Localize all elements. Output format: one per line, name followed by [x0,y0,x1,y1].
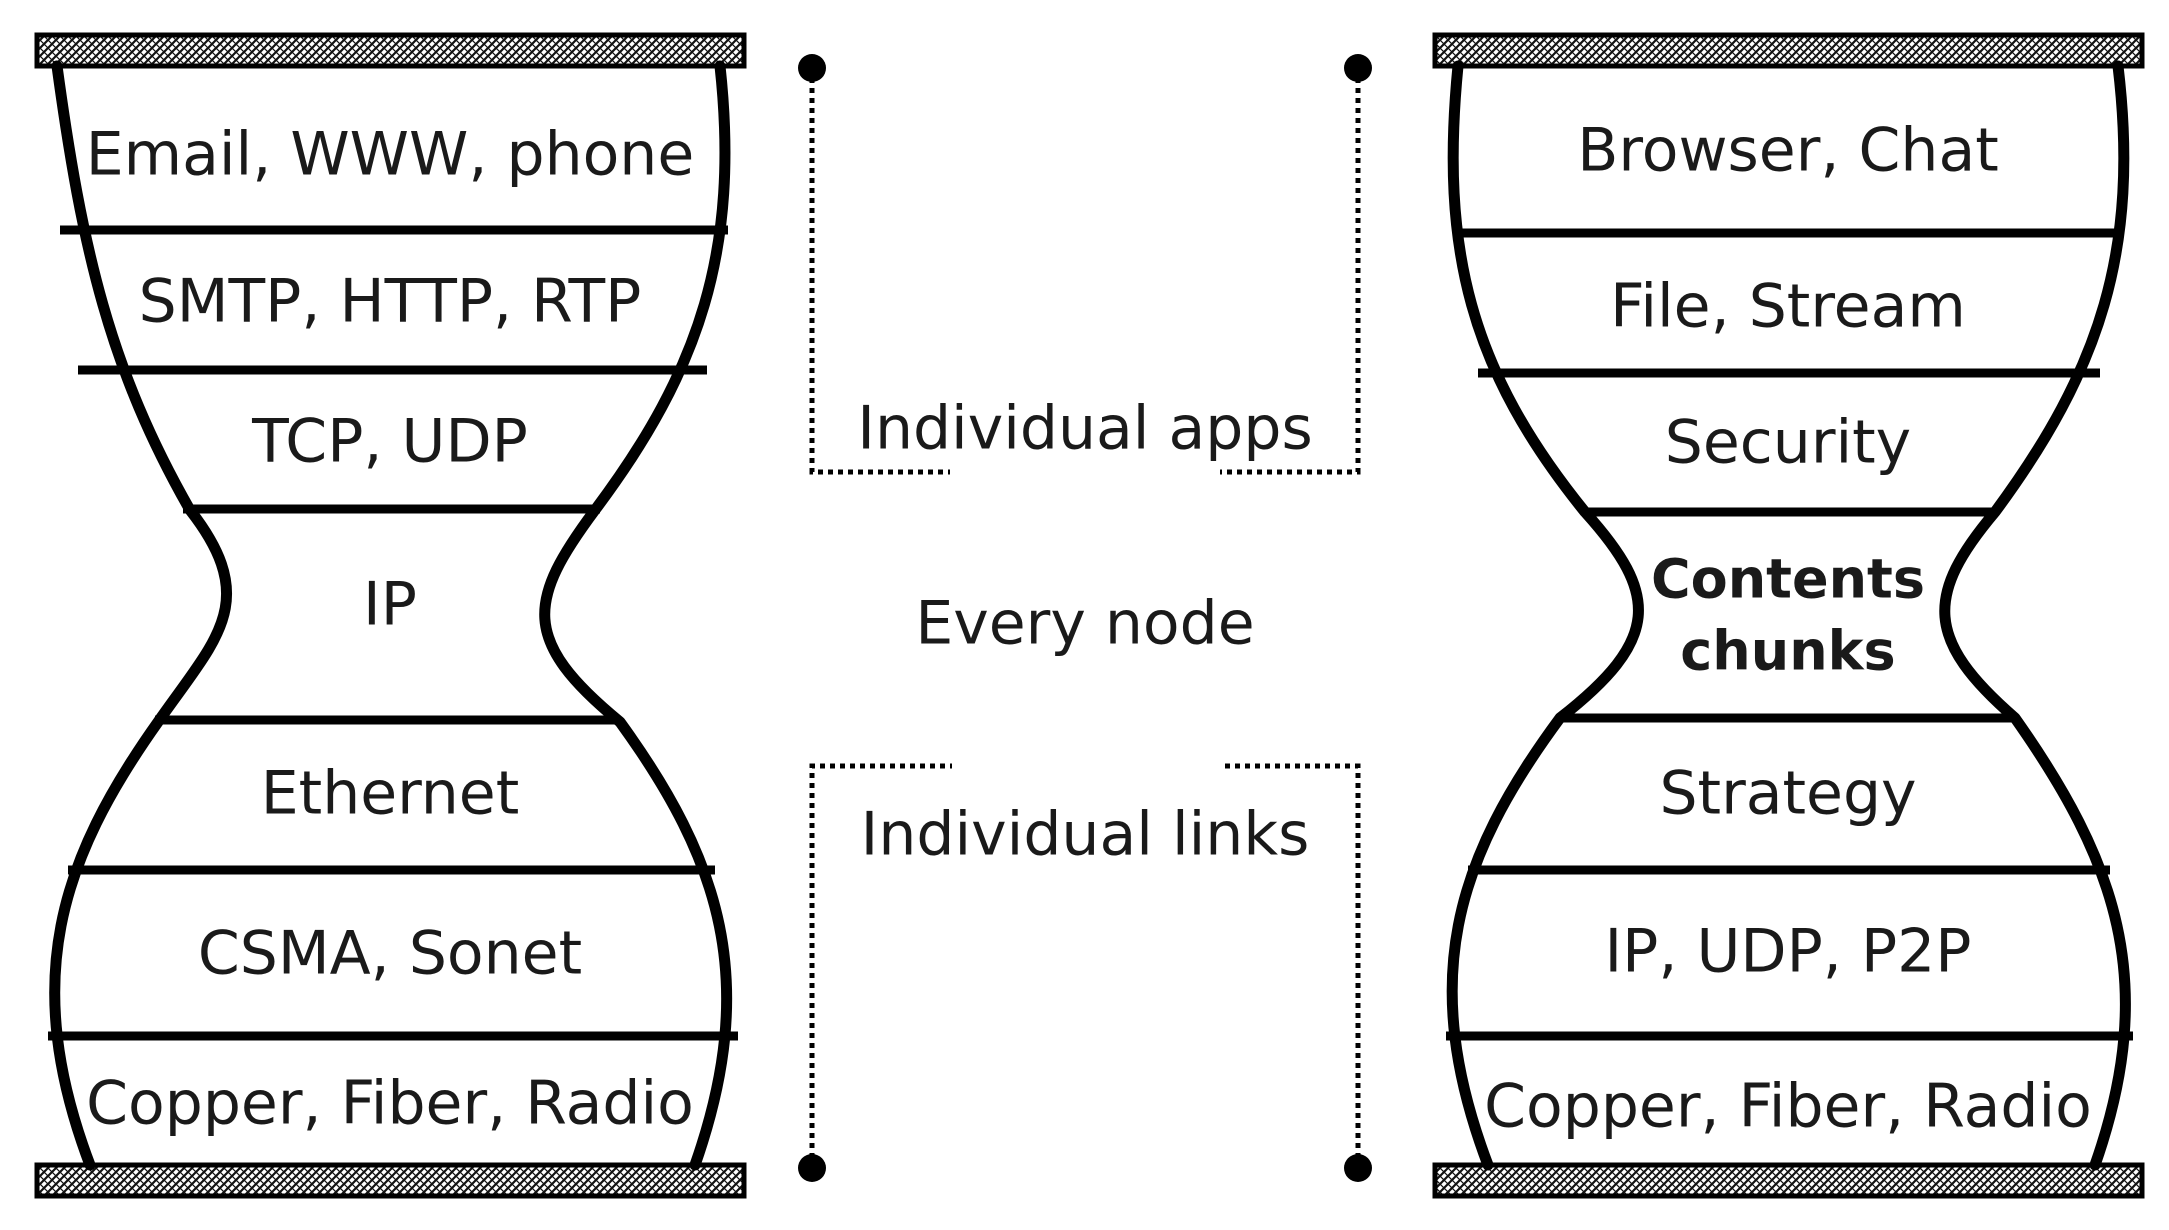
right-layer-strategy: Strategy [1659,759,1916,829]
right-hourglass: Browser, Chat File, Stream Security Cont… [1432,32,2145,1199]
right-top-cap [1432,32,2145,69]
left-hourglass: Email, WWW, phone SMTP, HTTP, RTP TCP, U… [34,32,747,1199]
right-layer-physical: Copper, Fiber, Radio [1484,1072,2092,1142]
left-layer-link: Ethernet [261,759,519,829]
right-layer-security: Security [1665,408,1911,478]
bottom-left-bracket [809,763,952,1168]
top-left-bracket [809,68,950,475]
right-layer-waist-line2: chunks [1680,620,1895,683]
left-layer-protocols: SMTP, HTTP, RTP [139,267,642,337]
left-layer-mac: CSMA, Sonet [198,919,582,989]
left-top-cap [34,32,747,69]
left-layer-waist: IP [363,570,417,640]
top-right-bracket [1220,68,1361,475]
right-outline-right [1939,60,2131,1171]
left-outline-right [539,60,733,1171]
left-bottom-cap [34,1162,747,1199]
bottom-right-bracket [1220,763,1361,1168]
right-outline-left [1446,60,1644,1171]
right-layer-data: File, Stream [1610,272,1966,342]
left-layer-physical: Copper, Fiber, Radio [86,1069,694,1139]
middle-annotations: Individual apps Every node Individual li… [798,54,1372,1182]
individual-links-label: Individual links [861,800,1310,870]
every-node-label: Every node [915,589,1254,659]
right-layer-waist-line1: Contents [1651,548,1925,611]
right-bottom-cap [1432,1162,2145,1199]
individual-apps-label: Individual apps [857,394,1312,464]
right-layer-application: Browser, Chat [1577,116,1999,186]
right-layer-network: IP, UDP, P2P [1604,917,1971,987]
left-layer-transport: TCP, UDP [251,407,528,477]
left-outline-left [49,60,233,1171]
left-layer-application: Email, WWW, phone [86,120,695,190]
